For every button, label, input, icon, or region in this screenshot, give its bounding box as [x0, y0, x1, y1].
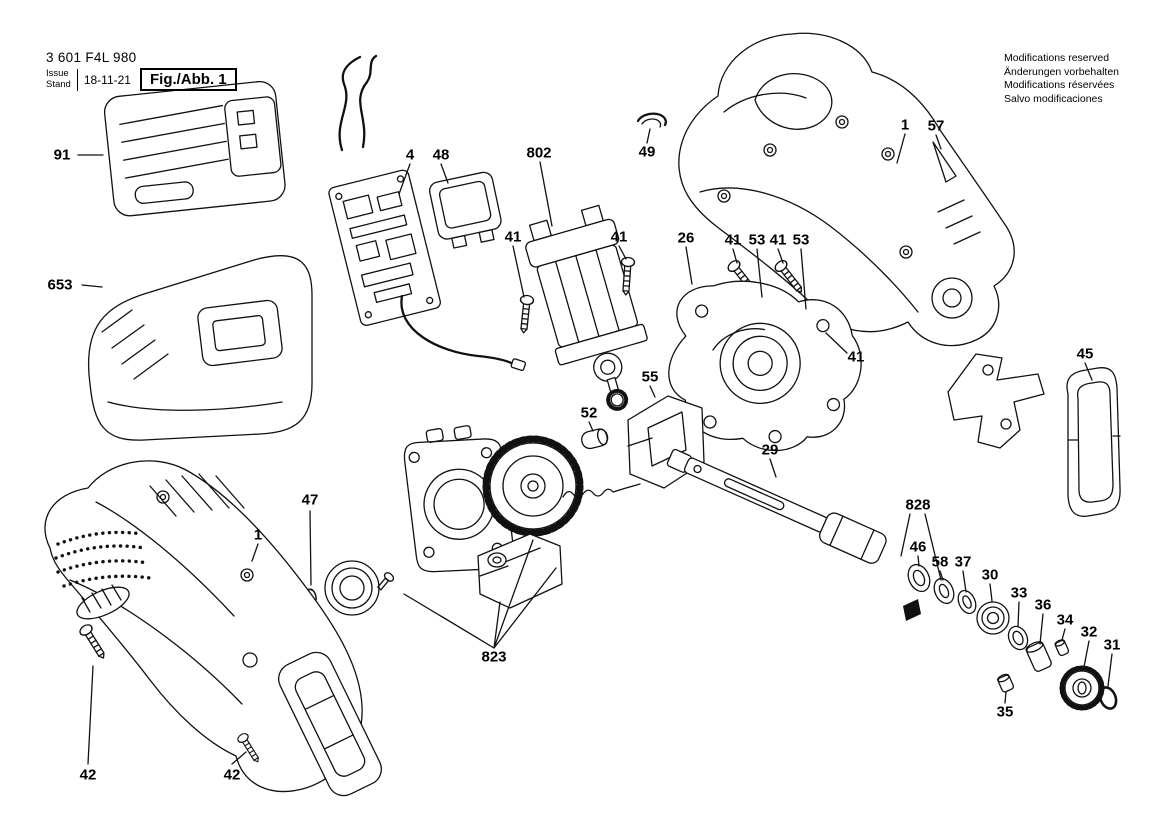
part-label-29: 29 — [761, 441, 779, 459]
plunger-assembly-29 — [666, 448, 887, 564]
motor-lead-wire — [400, 294, 519, 368]
part-label-32: 32 — [1080, 623, 1098, 641]
dc-motor — [525, 204, 648, 411]
part-label-53: 53 — [748, 231, 766, 249]
part-label-48: 48 — [432, 146, 450, 164]
wedge-part-57 — [932, 141, 957, 183]
part-label-802: 802 — [526, 144, 552, 162]
battery-charger — [88, 255, 313, 441]
part-label-41: 41 — [724, 231, 742, 249]
foot-shoe — [278, 651, 382, 797]
gear-housing-26 — [668, 280, 862, 452]
part-label-35: 35 — [996, 703, 1014, 721]
ring-33 — [1007, 625, 1029, 651]
part-label-46: 46 — [909, 538, 927, 556]
part-label-823: 823 — [481, 648, 507, 666]
part-label-828: 828 — [905, 496, 931, 514]
spring-shaft — [562, 483, 641, 498]
modification-notices: Modifications reserved Änderungen vorbeh… — [1004, 52, 1119, 107]
nut-35 — [997, 673, 1015, 693]
part-label-47: 47 — [301, 491, 319, 509]
divider — [76, 68, 78, 91]
wire — [338, 55, 362, 152]
retaining-clip-49 — [636, 112, 667, 128]
sleeve-36 — [1025, 641, 1052, 672]
washer-46 — [907, 563, 931, 593]
gear-flange-assembly — [403, 425, 641, 609]
pin-34 — [1054, 639, 1070, 657]
housing-half-right — [678, 32, 1015, 347]
part-label-49: 49 — [638, 143, 656, 161]
issue-stand-labels: Issue Stand — [46, 68, 71, 90]
notice-es: Salvo modificaciones — [1004, 92, 1103, 105]
part-label-33: 33 — [1010, 584, 1028, 602]
part-label-37: 37 — [954, 553, 972, 571]
wire — [359, 54, 378, 149]
part-label-41: 41 — [504, 228, 522, 246]
part-label-34: 34 — [1056, 611, 1074, 629]
notice-fr: Modifications réservées — [1004, 79, 1115, 92]
part-label-41: 41 — [847, 348, 865, 366]
electronic-module — [328, 54, 527, 372]
issue-date: 18-11-21 — [83, 72, 131, 87]
yoke-block — [477, 533, 563, 609]
part-label-4: 4 — [405, 146, 415, 164]
cover-plate-48 — [429, 171, 502, 249]
notice-de: Änderungen vorbehalten — [1004, 65, 1120, 78]
part-label-53: 53 — [792, 231, 810, 249]
part-label-31: 31 — [1103, 636, 1121, 654]
seal-58 — [933, 577, 955, 605]
part-label-91: 91 — [53, 146, 71, 164]
issue-label: Issue — [46, 68, 69, 80]
part-label-26: 26 — [677, 229, 695, 247]
knob-32 — [1059, 665, 1105, 711]
notice-en: Modifications reserved — [1004, 52, 1110, 64]
battery-pack — [103, 80, 286, 217]
part-label-57: 57 — [927, 117, 945, 135]
part-label-36: 36 — [1034, 596, 1052, 614]
part-label-41: 41 — [610, 228, 628, 246]
part-label-1: 1 — [253, 526, 263, 544]
part-label-58: 58 — [931, 553, 949, 571]
part-label-42: 42 — [79, 766, 97, 784]
part-label-52: 52 — [580, 404, 598, 422]
part-label-45: 45 — [1076, 345, 1094, 363]
washer-37 — [957, 589, 977, 615]
document-number: 3 601 F4L 980 — [46, 50, 137, 65]
piston-seal-parts — [903, 563, 1118, 711]
seal-wedge — [903, 599, 921, 621]
part-label-1: 1 — [900, 116, 910, 134]
figure-label: Fig./Abb. 1 — [139, 68, 237, 91]
leader-lines — [77, 128, 1113, 765]
part-label-42: 42 — [223, 766, 241, 784]
tool-body-assembled — [44, 460, 382, 797]
part-label-41: 41 — [769, 231, 787, 249]
part-label-653: 653 — [47, 276, 73, 294]
o-ring-31 — [1098, 686, 1118, 710]
part-label-30: 30 — [981, 566, 999, 584]
part-label-55: 55 — [641, 368, 659, 386]
stand-label: Stand — [46, 78, 71, 90]
bearing-30 — [976, 601, 1010, 635]
support-bracket-45 — [947, 353, 1121, 517]
title-block: 3 601 F4L 980 Issue Stand 18-11-21 Fig./… — [46, 50, 237, 91]
